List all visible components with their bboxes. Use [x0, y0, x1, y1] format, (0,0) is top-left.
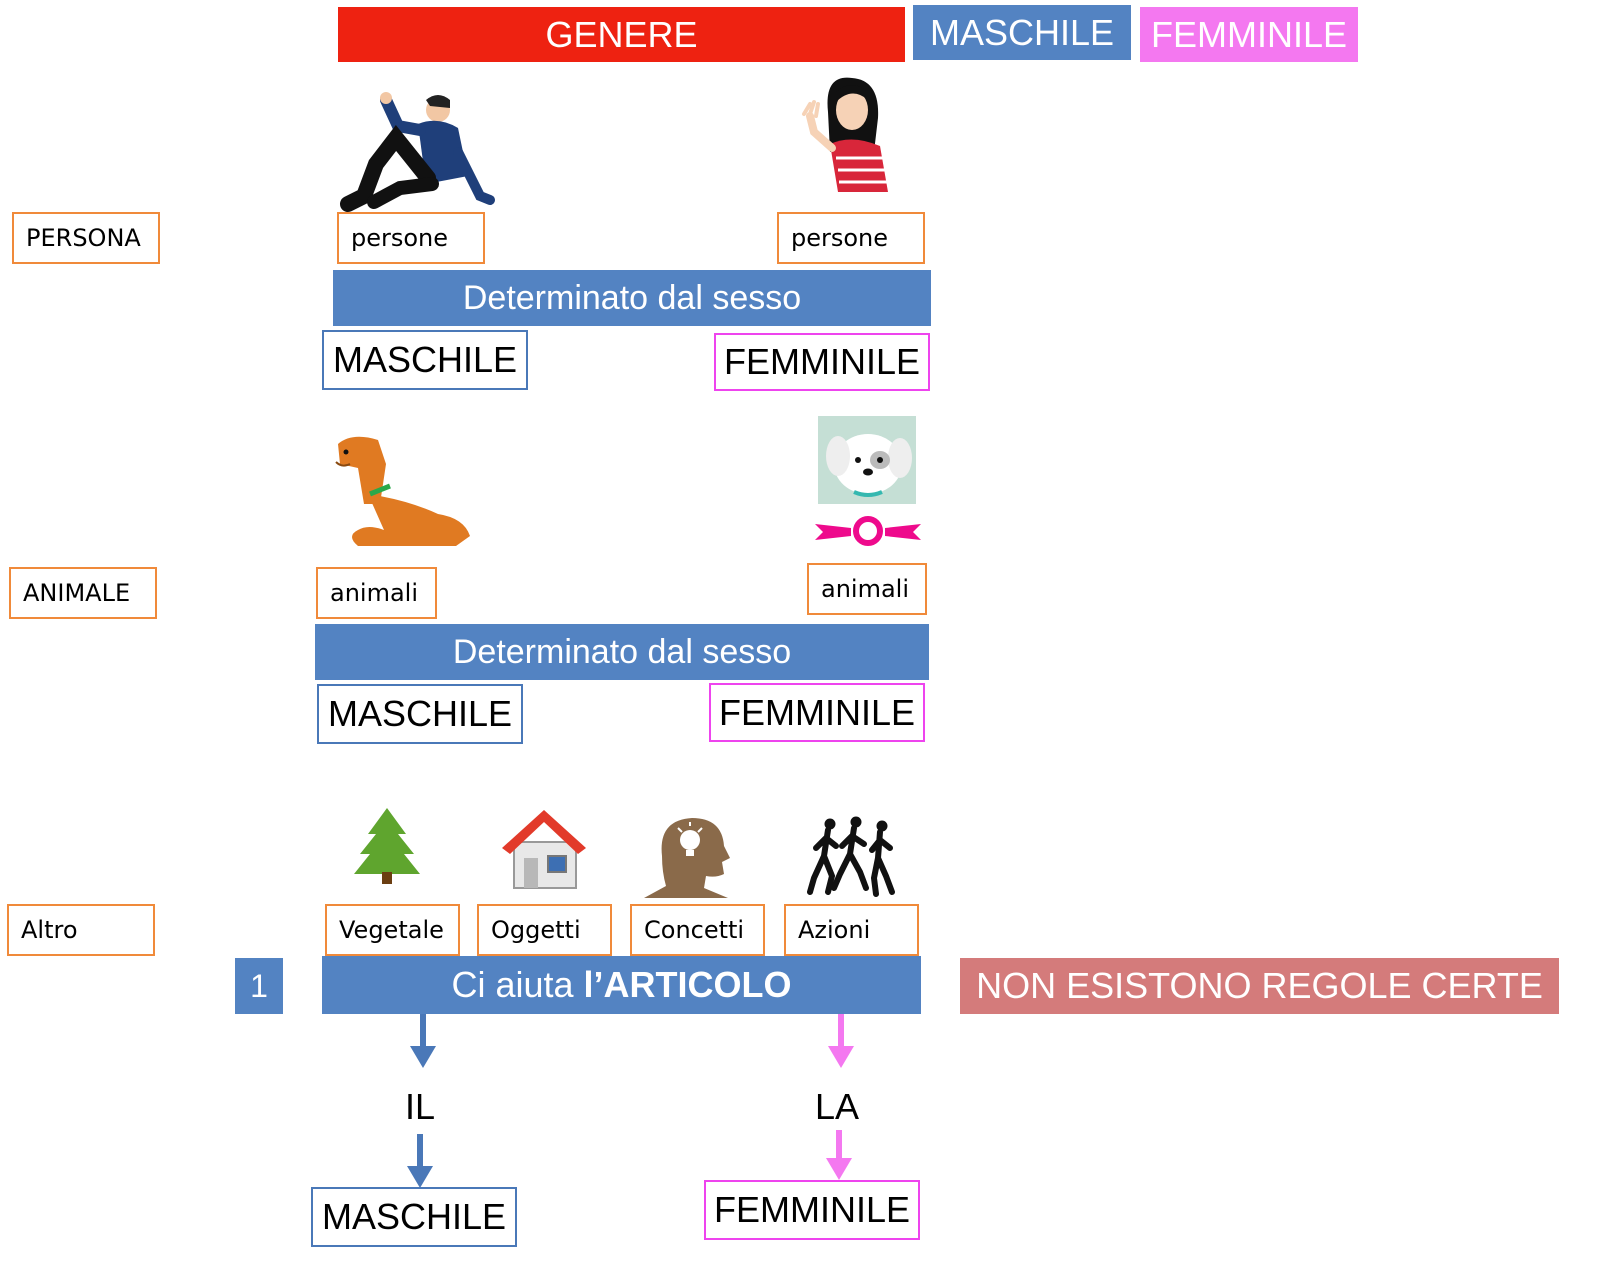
puppy-icon [818, 416, 916, 504]
band-articolo-prefix: Ci aiuta [451, 964, 584, 1005]
box-femminile-persona: FEMMINILE [714, 333, 930, 391]
runners-icon [807, 816, 895, 897]
tree-icon [354, 808, 420, 884]
box-maschile-animale: MASCHILE [317, 684, 523, 744]
woman-waving-icon [802, 77, 888, 192]
arrow-down-icon [410, 1014, 436, 1068]
dog-icon [335, 436, 470, 546]
band-determinato-animale: Determinato dal sesso [315, 624, 929, 680]
band-determinato-persona: Determinato dal sesso [333, 270, 931, 326]
arrow-down-icon [407, 1134, 433, 1188]
label-concetti: Concetti [630, 904, 765, 956]
head-idea-icon [644, 818, 730, 898]
band-articolo-bold: l’ARTICOLO [583, 964, 792, 1005]
box-maschile-articolo: MASCHILE [311, 1187, 517, 1247]
femminile-header: FEMMINILE [1140, 7, 1358, 62]
article-il: IL [404, 1086, 436, 1127]
label-vegetale: Vegetale [325, 904, 460, 956]
category-altro: Altro [7, 904, 155, 956]
category-persona: PERSONA [12, 212, 160, 264]
label-persone-right: persone [777, 212, 925, 264]
note-no-rules: NON ESISTONO REGOLE CERTE [960, 958, 1559, 1014]
genere-header: GENERE [338, 7, 905, 62]
label-persone-left: persone [337, 212, 485, 264]
box-maschile-persona: MASCHILE [322, 330, 528, 390]
label-oggetti: Oggetti [477, 904, 612, 956]
category-animale: ANIMALE [9, 567, 157, 619]
man-sitting-icon [340, 92, 495, 212]
label-animali-right: animali [807, 563, 927, 615]
number-badge: 1 [235, 958, 283, 1014]
maschile-header: MASCHILE [913, 5, 1131, 60]
arrow-down-icon [828, 1014, 854, 1068]
house-icon [502, 810, 586, 889]
arrow-down-icon [826, 1130, 852, 1180]
box-femminile-animale: FEMMINILE [709, 683, 925, 742]
label-azioni: Azioni [784, 904, 919, 956]
band-articolo: Ci aiuta l’ARTICOLO [322, 956, 921, 1014]
box-femminile-articolo: FEMMINILE [704, 1180, 920, 1240]
label-animali-left: animali [316, 567, 437, 619]
article-la: LA [814, 1086, 860, 1127]
bow-icon [815, 516, 921, 546]
